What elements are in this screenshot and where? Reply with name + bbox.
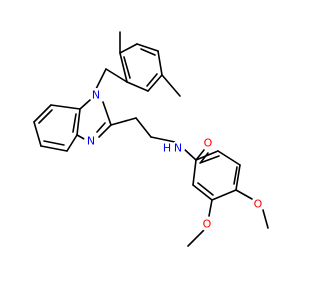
- bond: [157, 50, 163, 76]
- oxygen-atom-label: O: [203, 218, 212, 231]
- bond: [195, 150, 219, 161]
- bond: [66, 134, 78, 152]
- atom-background: [251, 197, 265, 211]
- bond: [187, 229, 205, 247]
- oxygen-atom-label: O: [204, 137, 213, 150]
- bond: [102, 101, 112, 126]
- bond: [197, 182, 214, 196]
- atom-background: [200, 217, 214, 231]
- bond: [72, 113, 77, 133]
- bond: [192, 184, 213, 201]
- bond: [235, 164, 241, 191]
- bond: [98, 124, 112, 138]
- bond: [140, 48, 156, 56]
- atom-background: [84, 134, 98, 148]
- bond: [50, 104, 81, 110]
- bond: [199, 155, 220, 164]
- bond: [76, 108, 81, 136]
- nitrogen-atom-label: N: [174, 142, 182, 155]
- bond: [43, 140, 65, 146]
- bond: [40, 145, 68, 152]
- bond: [126, 81, 149, 92]
- bond: [33, 104, 52, 123]
- bond: [211, 189, 237, 201]
- bond: [262, 209, 269, 229]
- bond: [161, 74, 181, 97]
- bond: [79, 99, 91, 110]
- bond: [195, 149, 205, 161]
- bond: [110, 117, 137, 126]
- bond: [136, 43, 159, 52]
- bond: [147, 74, 163, 92]
- bond: [135, 117, 152, 138]
- bond: [119, 43, 138, 54]
- nitrogen-atom-label: N: [87, 135, 95, 148]
- bond: [146, 73, 158, 87]
- bond: [233, 166, 238, 185]
- bond-layer: [33, 31, 269, 247]
- bond: [123, 56, 131, 79]
- bond: [217, 150, 241, 166]
- bond: [119, 52, 128, 83]
- bond: [192, 159, 197, 186]
- bond: [33, 121, 42, 147]
- atom-background: [201, 136, 215, 150]
- hydrogen-atom-label: H: [163, 142, 171, 155]
- bond: [38, 109, 53, 124]
- bond: [150, 136, 176, 143]
- bond: [183, 148, 197, 161]
- nitrogen-atom-label: N: [92, 89, 100, 102]
- molecule-structure: N N N H O O O: [33, 31, 269, 247]
- bond: [235, 189, 253, 200]
- bond: [105, 68, 128, 83]
- bond: [95, 68, 107, 90]
- atom-background: [171, 141, 185, 155]
- bond: [208, 199, 213, 217]
- bond: [200, 152, 209, 163]
- atom-background: [89, 88, 103, 102]
- oxygen-atom-label: O: [254, 198, 263, 211]
- bond: [96, 122, 106, 133]
- atom-label-layer: N N N H O O O: [84, 88, 265, 231]
